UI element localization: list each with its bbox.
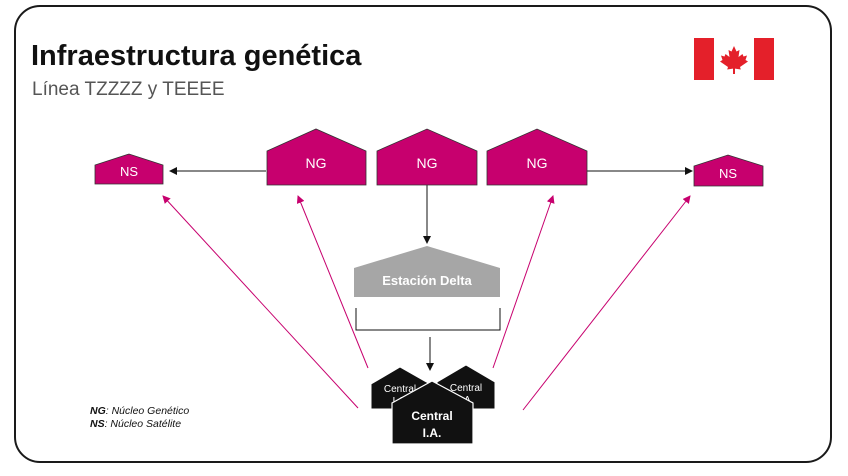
ng-label-1: NG (306, 155, 327, 171)
central-ia-main: Central I.A. (391, 380, 474, 445)
legend-item-ns: NS: Núcleo Satélite (90, 418, 189, 431)
canada-flag-icon (694, 38, 774, 80)
ng-node-3: NG (486, 128, 588, 186)
slide-frame (14, 5, 832, 463)
central-main-line2: I.A. (423, 426, 442, 440)
page-subtitle: Línea TZZZZ y TEEEE (32, 79, 225, 100)
legend-abbr-ns: NS (90, 418, 105, 430)
ns-node-left: NS (94, 153, 164, 185)
legend: NG: Núcleo Genético NS: Núcleo Satélite (90, 405, 189, 431)
ns-node-right: NS (693, 154, 764, 187)
station-delta-node: Estación Delta (354, 246, 500, 297)
station-label: Estación Delta (382, 273, 472, 288)
station-bracket (355, 308, 501, 331)
central-small-right-line1: Central (450, 383, 482, 394)
ng-label-2: NG (417, 155, 438, 171)
central-small-left-line1: Central (384, 384, 416, 395)
arrow-central-to-ns-right (522, 195, 691, 411)
legend-text-ns: : Núcleo Satélite (104, 418, 182, 430)
legend-text-ng: : Núcleo Genético (105, 405, 190, 417)
arrow-central-to-ng-left (296, 195, 369, 369)
legend-item-ng: NG: Núcleo Genético (90, 405, 189, 418)
legend-abbr-ng: NG (90, 405, 106, 417)
ng-node-1: NG (266, 128, 367, 186)
ng-label-3: NG (527, 155, 548, 171)
arrow-central-to-ns-left (162, 195, 359, 409)
ns-right-label: NS (719, 166, 737, 181)
ng-node-2: NG (376, 128, 478, 186)
ns-left-label: NS (120, 164, 138, 179)
central-main-line1: Central (411, 409, 452, 423)
page-title: Infraestructura genética (31, 40, 362, 72)
arrow-central-to-ng-right (492, 195, 555, 369)
